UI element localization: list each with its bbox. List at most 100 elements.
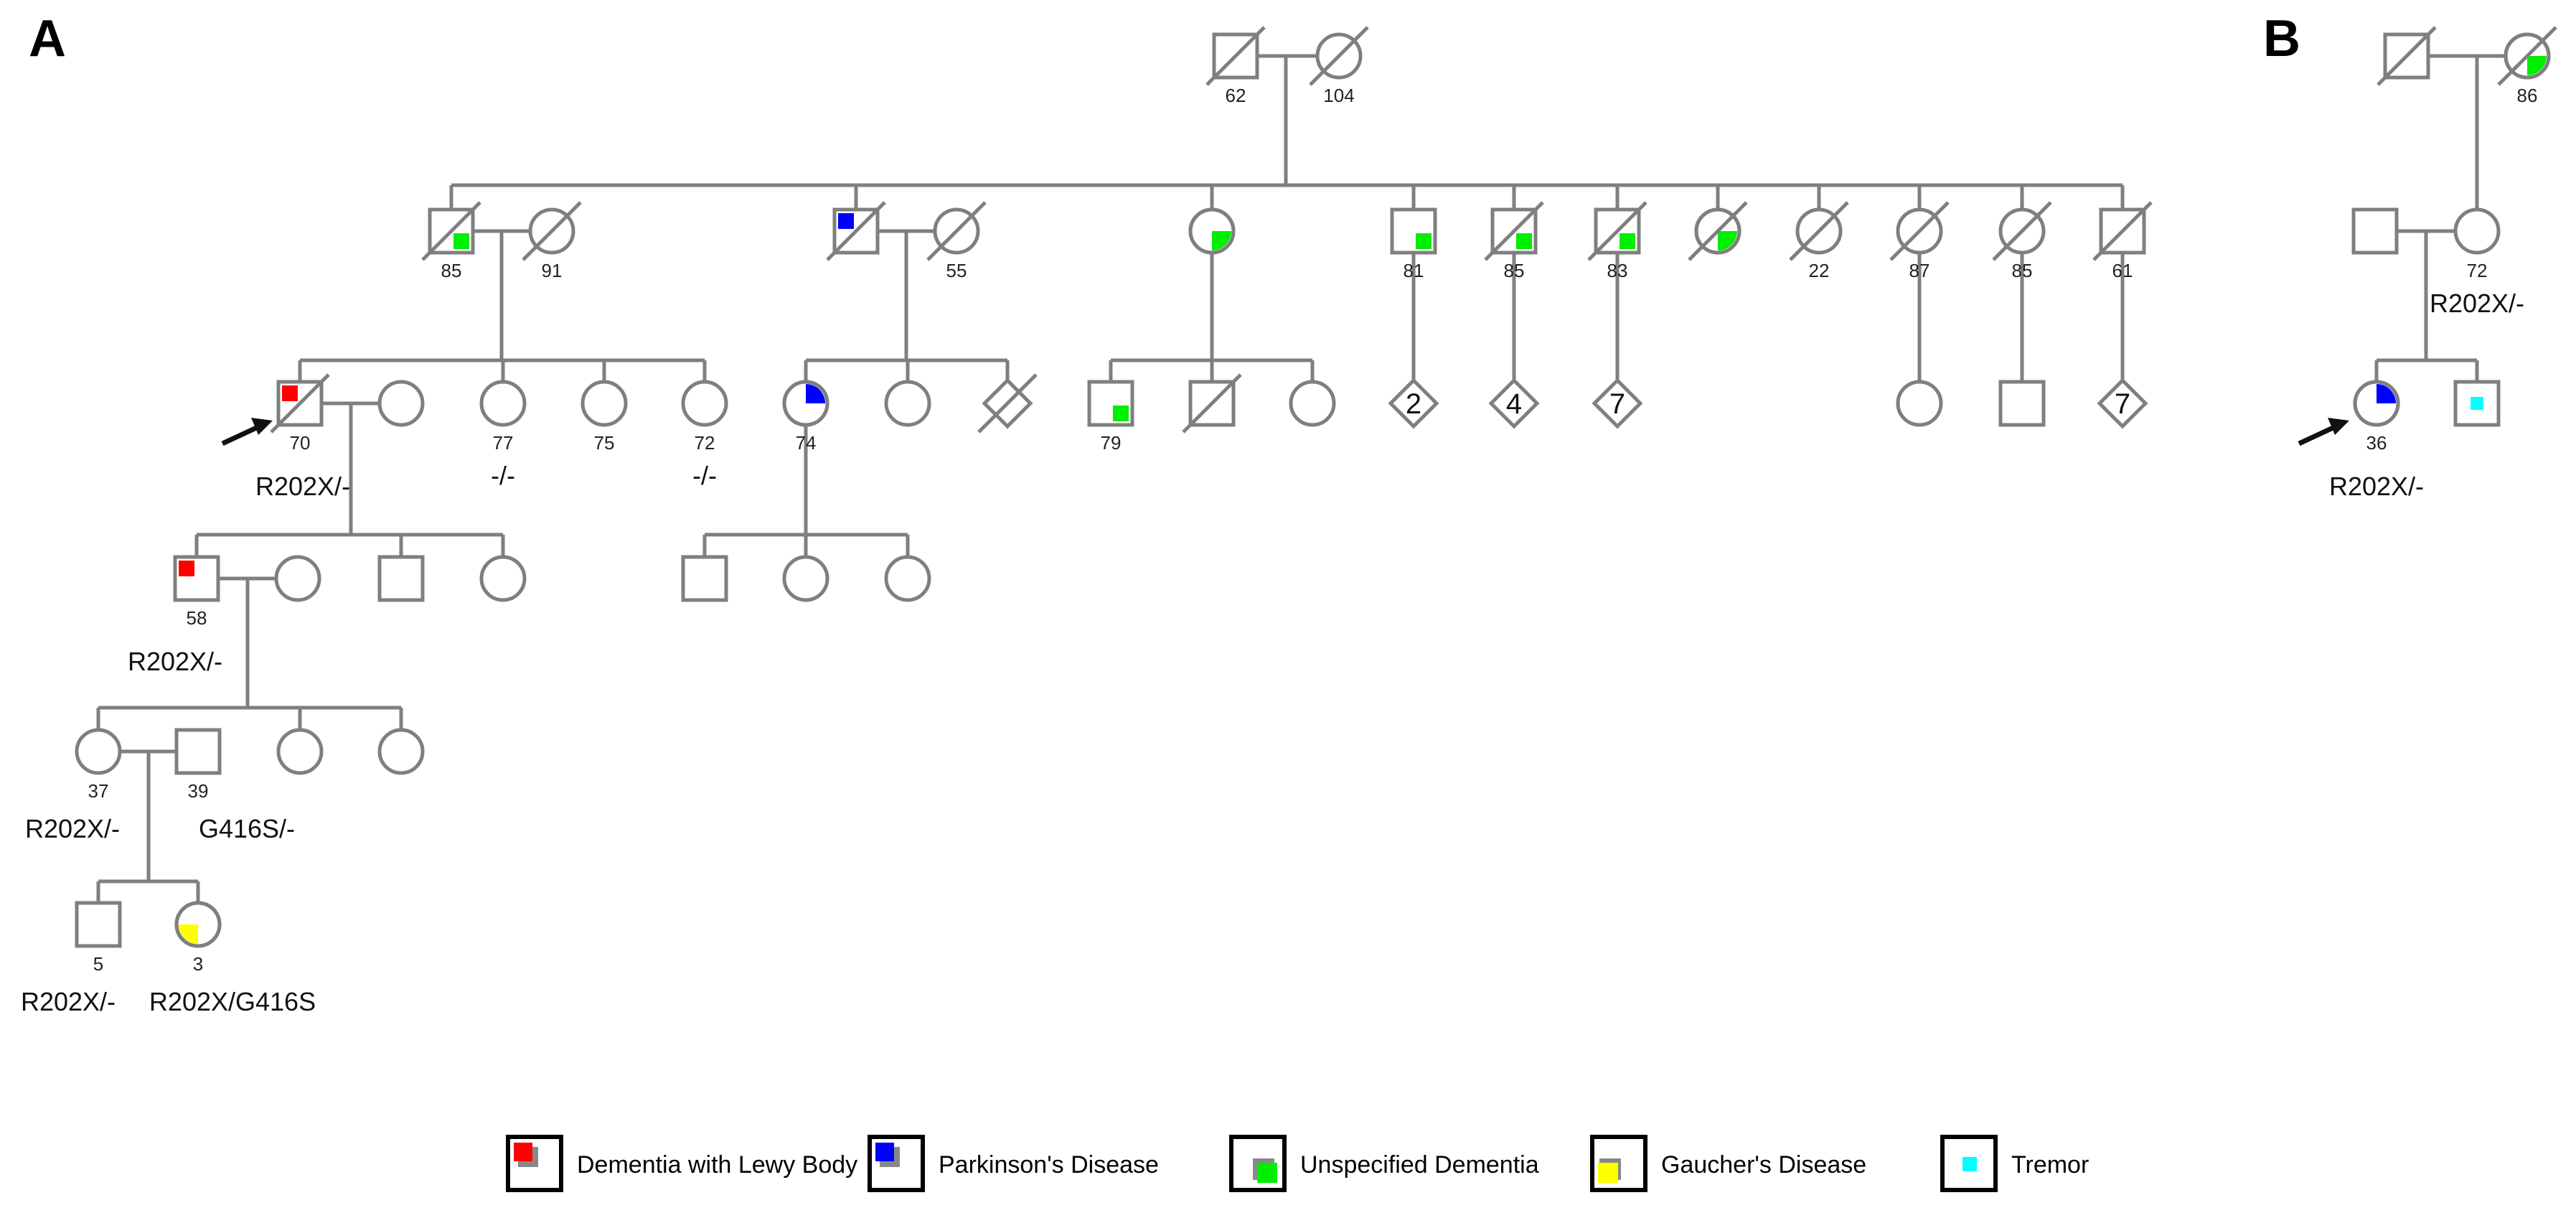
individual-a-s1	[421, 201, 481, 261]
unknown-sex-symbol	[1388, 378, 1439, 429]
unspecified_dementia-fill	[1212, 231, 1231, 250]
individual-a-g3-9	[1087, 380, 1134, 427]
age-label: 85	[1504, 260, 1525, 281]
legend-label: Gaucher's Disease	[1661, 1151, 1866, 1179]
individual-a-s2-sp	[926, 201, 987, 261]
individual-a-s1-sp	[522, 201, 582, 261]
parkinsons-fill	[806, 384, 825, 403]
individual-a-g3-16	[1998, 380, 2046, 427]
age-label: 37	[88, 780, 109, 802]
age-label: 74	[796, 432, 817, 454]
genotype-label: -/-	[692, 461, 717, 490]
age-label: 5	[93, 953, 103, 975]
individual-a-g3-12: 2	[1388, 378, 1439, 429]
sibship-count: 4	[1506, 388, 1522, 420]
individual-a-g3-14: 7	[1592, 378, 1643, 429]
female-symbol	[580, 380, 628, 427]
age-label: 85	[2012, 260, 2033, 281]
individual-a-g4-1	[173, 555, 220, 602]
individual-a-g3-10	[1182, 373, 1242, 434]
female-symbol	[2453, 207, 2501, 255]
individual-a-s3	[1188, 207, 1236, 255]
pedigree-lines	[96, 54, 2506, 903]
age-label: 75	[594, 432, 615, 454]
unspecified_dementia-fill	[1416, 233, 1432, 249]
individual-a-g5-3	[276, 728, 324, 775]
male-symbol	[75, 901, 122, 948]
individual-a-g3-13: 4	[1488, 378, 1540, 429]
parkinsons-fill	[2377, 384, 2396, 403]
legend-item-unspecified_dementia: Unspecified Dementia	[1229, 1135, 1539, 1192]
deceased-slash	[270, 373, 330, 434]
female-symbol	[274, 555, 321, 602]
age-label: 72	[2467, 260, 2488, 281]
age-label: 22	[1809, 260, 1830, 281]
deceased-slash	[421, 201, 481, 261]
individual-a-g3-7	[884, 380, 931, 427]
deceased-slash	[1688, 201, 1748, 261]
age-label: 104	[1323, 85, 1354, 106]
proband-arrowhead	[251, 418, 273, 435]
individual-a-g6-2	[174, 901, 222, 948]
individual-a-g4-3	[377, 555, 425, 602]
dementia_lewy-fill	[179, 561, 194, 576]
female-symbol	[1896, 380, 1943, 427]
genotype-label: R202X/-	[255, 472, 350, 501]
deceased-slash	[1205, 26, 1266, 86]
unknown-sex-symbol	[1592, 378, 1643, 429]
individual-a-g5-4	[377, 728, 425, 775]
male-symbol	[1998, 380, 2046, 427]
legend-swatch	[1257, 1163, 1277, 1183]
age-label: 62	[1226, 85, 1246, 106]
individual-a-proband	[221, 373, 330, 446]
age-label: 85	[441, 260, 462, 281]
individual-b-m	[2453, 207, 2501, 255]
dementia_lewy-fill	[282, 385, 298, 401]
individual-a-s8	[1789, 201, 1849, 261]
individual-a-g3-11	[1289, 380, 1336, 427]
deceased-slash	[1182, 373, 1242, 434]
unspecified_dementia-fill	[453, 233, 469, 249]
age-label: 86	[2517, 85, 2538, 106]
deceased-slash	[2092, 201, 2153, 261]
legend-label: Unspecified Dementia	[1300, 1151, 1539, 1179]
individual-a-g4-4	[479, 555, 527, 602]
deceased-slash	[1484, 201, 1544, 261]
individual-a-s11	[2092, 201, 2153, 261]
individual-a-g4-7	[884, 555, 931, 602]
unspecified_dementia-fill	[1113, 406, 1129, 421]
legend-swatch	[875, 1143, 894, 1161]
individual-b-gm	[2497, 26, 2557, 86]
genotype-label: R202X/-	[25, 814, 120, 843]
individual-b-proband	[2298, 380, 2400, 446]
legend-item-dementia_lewy: Dementia with Lewy Body	[506, 1135, 857, 1192]
unspecified_dementia-fill	[1718, 231, 1737, 250]
proband-arrowhead	[2328, 418, 2349, 435]
legend-swatch-box	[868, 1135, 925, 1192]
age-label: 70	[290, 432, 311, 454]
unknown-sex-symbol	[1488, 378, 1540, 429]
deceased-slash	[1789, 201, 1849, 261]
individual-a-g4-2	[274, 555, 321, 602]
age-label: 39	[188, 780, 209, 802]
age-label: 58	[187, 607, 207, 629]
male-symbol	[2351, 207, 2399, 255]
legend-swatch	[1962, 1157, 1977, 1171]
female-symbol	[1289, 380, 1336, 427]
female-symbol	[377, 380, 425, 427]
legend-item-parkinsons: Parkinson's Disease	[868, 1135, 1159, 1192]
deceased-slash	[826, 201, 886, 261]
individual-a-s4	[1390, 207, 1437, 255]
male-symbol	[681, 555, 728, 602]
age-label: 81	[1404, 260, 1424, 281]
legend-label: Parkinson's Disease	[939, 1151, 1159, 1179]
legend-item-tremor: Tremor	[1940, 1135, 2089, 1192]
female-symbol	[884, 555, 931, 602]
individual-a-g3-5	[681, 380, 728, 427]
unspecified_dementia-fill	[2527, 56, 2547, 75]
age-label: 77	[493, 432, 514, 454]
deceased-slash	[2377, 26, 2437, 86]
male-symbol	[377, 555, 425, 602]
